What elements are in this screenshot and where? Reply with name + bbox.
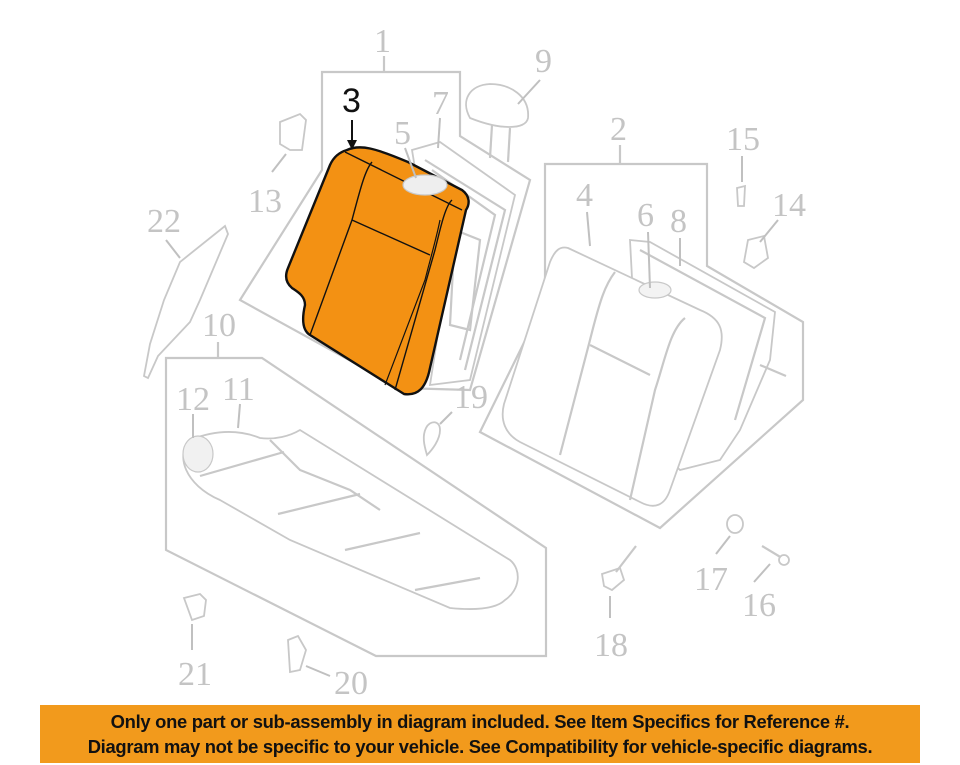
disclaimer-banner: Only one part or sub-assembly in diagram… [40,705,920,763]
part-21-clip [182,593,207,622]
part-6-pad [638,281,672,299]
leader-arrows [191,79,779,677]
callout-10: 10 [202,307,236,344]
part-3-seatback-highlighted [284,146,470,396]
disclaimer-line-1: Only one part or sub-assembly in diagram… [110,711,850,732]
part-22-bracket [142,224,229,380]
callout-12: 12 [176,381,210,418]
callout-3: 3 [342,82,361,120]
part-18-lever [600,545,637,592]
part-3-arrow [347,120,357,150]
part-13-hinge [271,112,307,173]
callout-14: 14 [772,187,806,224]
group-1-outline [238,56,532,392]
callout-1: 1 [374,23,391,60]
callout-21: 21 [178,656,212,693]
parts-diagram: 1 2 3 4 5 6 7 8 9 10 11 12 13 14 15 16 1… [142,23,806,700]
part-5-pad [402,174,448,196]
callout-9: 9 [535,43,552,80]
disclaimer-line-2: Diagram may not be specific to your vehi… [87,736,873,757]
callout-22: 22 [147,203,181,240]
callout-11: 11 [222,371,255,408]
callout-16: 16 [742,587,776,624]
callout-13: 13 [248,183,282,220]
part-14-bracket [743,234,769,270]
part-12-pad [182,435,214,473]
callout-8: 8 [670,203,687,240]
callout-2: 2 [610,111,627,148]
part-9-headrest [465,83,529,163]
part-20-hinge [287,634,307,674]
callout-6: 6 [637,197,654,234]
part-15-clip [736,184,746,207]
callout-4: 4 [576,177,593,214]
callout-5: 5 [394,115,411,152]
group-10-outline [164,342,548,658]
callout-7: 7 [432,85,449,122]
callout-19: 19 [454,379,488,416]
part-11-seat-cushion [182,428,519,610]
callout-18: 18 [594,627,628,664]
callout-20: 20 [334,665,368,700]
part-16-bolt [761,545,790,566]
part-4-seatback [501,246,723,507]
part-19-clip [422,421,441,457]
callout-15: 15 [726,121,760,158]
callout-17: 17 [694,561,728,598]
part-17-grommet [726,514,744,534]
